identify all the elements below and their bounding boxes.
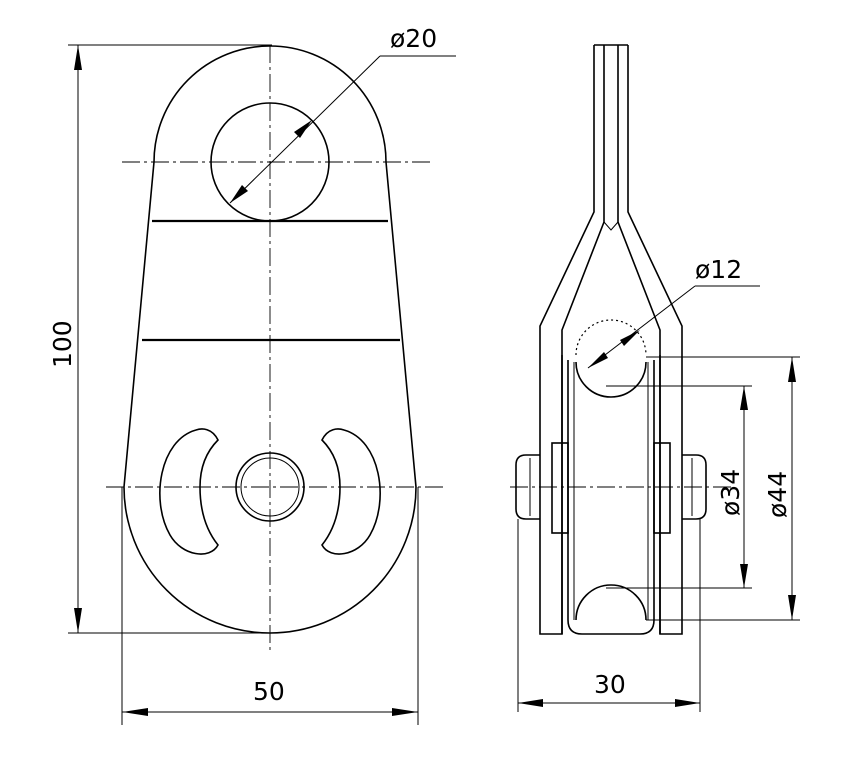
dia20-arrow-inner	[230, 185, 248, 203]
dia44-arrow-top	[788, 357, 796, 382]
dia34-label: ø34	[716, 469, 745, 516]
front-dimensions: ø20 100 50	[48, 24, 456, 725]
dia34-arrow-top	[740, 386, 748, 410]
front-view	[106, 45, 444, 650]
dia12-arrow-outer	[620, 330, 640, 346]
fork-junction	[603, 221, 619, 231]
dia44-label: ø44	[763, 471, 792, 518]
sheave-groove-top	[575, 361, 647, 398]
dia20-label: ø20	[390, 24, 437, 53]
width-label: 50	[253, 677, 285, 706]
side-dimensions: ø12 ø34 ø44 30	[517, 255, 800, 712]
sheave-groove-bottom	[575, 584, 647, 621]
side-width-label: 30	[594, 670, 626, 699]
dia20-arrow-outer	[294, 120, 312, 138]
height-arrow-top	[74, 45, 82, 70]
right-slot	[321, 428, 381, 555]
width-arrow-right	[392, 708, 418, 716]
axle-hidden	[575, 319, 647, 356]
left-slot	[159, 428, 219, 555]
side-width-arrow-right	[675, 699, 700, 707]
hub-left	[551, 442, 569, 534]
side-plate-inner	[561, 45, 661, 634]
dia12-label: ø12	[695, 255, 742, 284]
dia44-arrow-bottom	[788, 595, 796, 620]
width-arrow-left	[122, 708, 148, 716]
height-label: 100	[48, 320, 77, 368]
side-width-arrow-left	[518, 699, 543, 707]
dia12-arrow-inner	[588, 352, 608, 368]
sheave-body	[567, 360, 655, 635]
dia12-leader	[587, 285, 696, 369]
height-arrow-bottom	[74, 608, 82, 633]
front-outline	[123, 45, 417, 634]
hub-right	[653, 442, 671, 534]
dia34-arrow-bottom	[740, 564, 748, 588]
